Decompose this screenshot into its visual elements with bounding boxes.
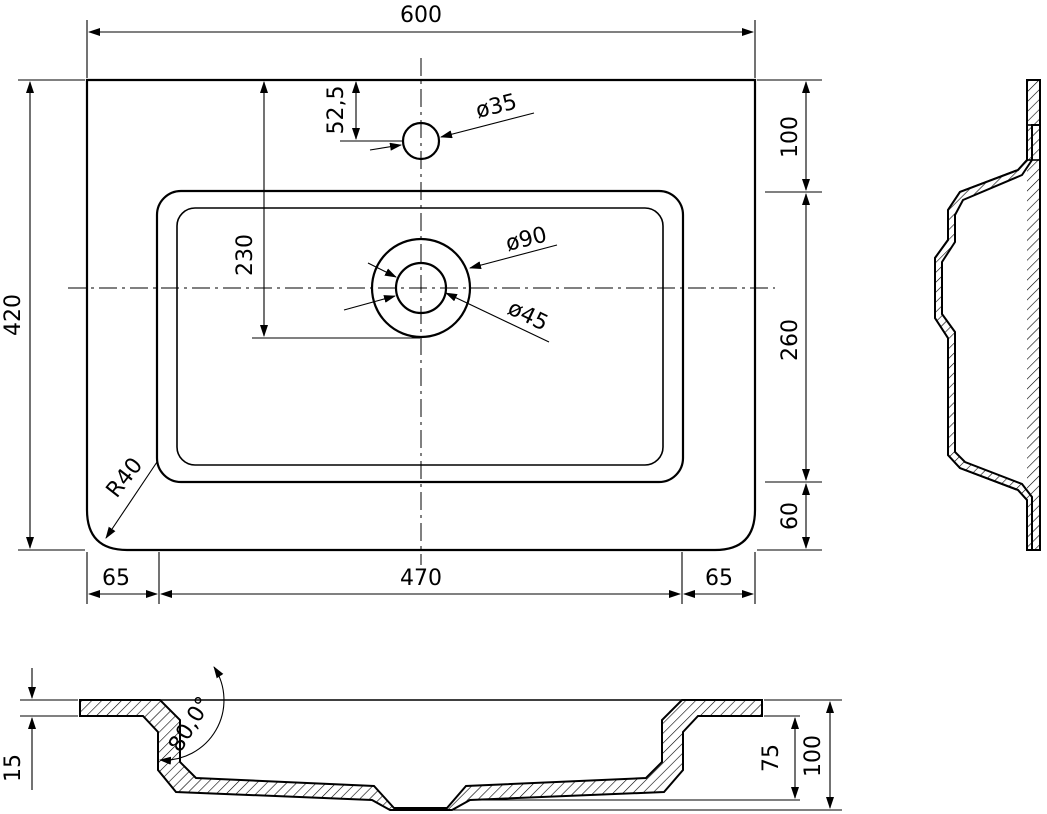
- dim-basin-width: 470: [400, 566, 442, 591]
- tap-hole: [401, 121, 441, 161]
- dim-corner-radius: R40: [102, 453, 148, 502]
- side-profile-wall: [934, 79, 1041, 551]
- basin-outline: [85, 78, 757, 552]
- leader-35: [369, 142, 402, 151]
- dim-rim-thickness: 15: [1, 754, 26, 782]
- dim-overall-depth: 420: [1, 294, 26, 336]
- leader-90b: [469, 244, 558, 270]
- bowl-inner: [176, 207, 664, 466]
- dim-front-margin: 60: [778, 502, 803, 530]
- dim-tap-offset: 52,5: [324, 86, 349, 135]
- drain-outer: [370, 237, 472, 339]
- dim-drain-inner: ø45: [504, 296, 552, 337]
- leader-35b: [440, 112, 535, 139]
- dim-drain-offset: 230: [233, 234, 258, 276]
- dim-basin-length: 260: [778, 319, 803, 361]
- front-profile: [79, 699, 763, 811]
- dim-total-height: 100: [801, 735, 826, 777]
- dim-overall-width: 600: [400, 3, 442, 28]
- dim-left-margin: 65: [102, 566, 130, 591]
- top-view: 600 420 52,5 ø35 230 ø90 ø45 1: [1, 3, 822, 604]
- side-section-view: [934, 79, 1041, 551]
- front-section-view: 80,0° 15 75 100: [1, 666, 842, 811]
- dim-right-margin: 65: [705, 566, 733, 591]
- bowl-rim: [155, 189, 685, 484]
- leader-90a: [367, 262, 397, 278]
- leader-45a: [343, 295, 396, 311]
- leader-r40: [105, 461, 158, 539]
- dim-back-margin: 100: [778, 116, 803, 158]
- leader-45b: [445, 292, 550, 343]
- angle-arc: [159, 666, 225, 765]
- dim-bowl-depth: 75: [759, 744, 784, 772]
- drain-inner: [394, 261, 448, 315]
- dim-drain-outer: ø90: [503, 223, 549, 257]
